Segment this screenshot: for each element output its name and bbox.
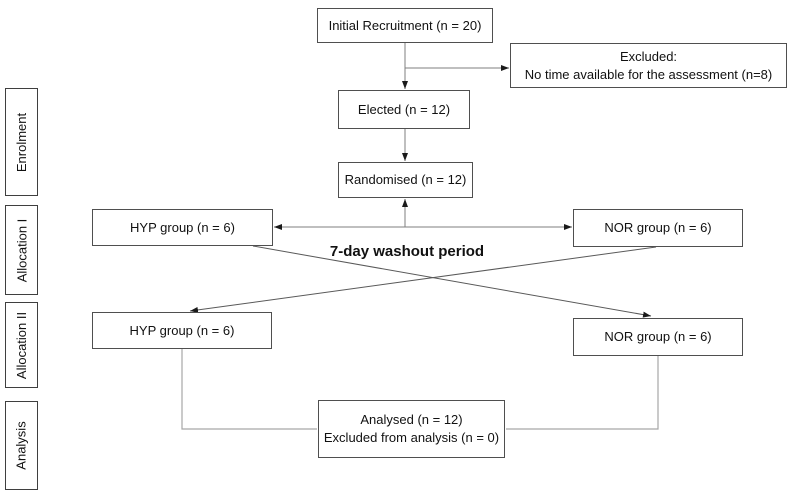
node-label-line1: Analysed (n = 12)	[360, 412, 463, 428]
node-label: HYP group (n = 6)	[130, 219, 235, 235]
node-label-line2: No time available for the assessment (n=…	[524, 66, 773, 82]
node-label: Randomised (n = 12)	[344, 172, 467, 188]
stage-label-text: Analysis	[14, 421, 30, 470]
node-nor-group-allocation-1: NOR group (n = 6)	[573, 209, 743, 247]
node-randomised: Randomised (n = 12)	[338, 162, 473, 198]
node-elected: Elected (n = 12)	[338, 90, 470, 129]
node-analysed: Analysed (n = 12) Excluded from analysis…	[318, 400, 505, 458]
stage-label-enrolment: Enrolment	[5, 88, 38, 196]
node-label: NOR group (n = 6)	[604, 329, 712, 345]
node-hyp-group-allocation-1: HYP group (n = 6)	[92, 209, 273, 246]
washout-period-note: 7-day washout period	[329, 243, 485, 260]
node-label: HYP group (n = 6)	[129, 322, 235, 338]
node-nor-group-allocation-2: NOR group (n = 6)	[573, 318, 743, 356]
stage-label-allocation-1: Allocation I	[5, 205, 38, 295]
stage-label-text: Enrolment	[14, 112, 29, 172]
node-label-line1: Excluded:	[619, 48, 678, 64]
stage-label-text: Allocation I	[14, 218, 29, 282]
node-label: Elected (n = 12)	[357, 101, 451, 117]
node-label-line2: Excluded from analysis (n = 0)	[323, 430, 500, 445]
node-label: NOR group (n = 6)	[604, 220, 712, 236]
node-initial-recruitment: Initial Recruitment (n = 20)	[317, 8, 493, 43]
stage-label-text: Allocation II	[14, 311, 30, 379]
node-hyp-group-allocation-2: HYP group (n = 6)	[92, 312, 272, 349]
node-label: Initial Recruitment (n = 20)	[328, 17, 482, 33]
stage-label-analysis: Analysis	[5, 401, 38, 490]
node-excluded: Excluded: No time available for the asse…	[510, 43, 787, 88]
stage-label-allocation-2: Allocation II	[5, 302, 38, 388]
